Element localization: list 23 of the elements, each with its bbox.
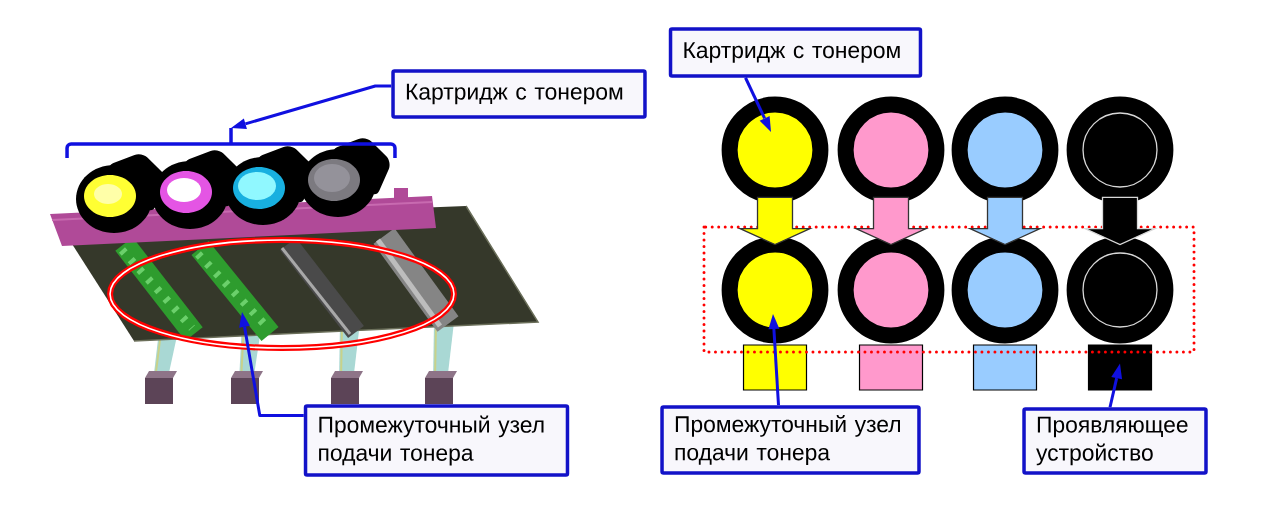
block-arrow bbox=[737, 196, 813, 246]
callout-box: Картридж с тонером bbox=[391, 69, 647, 119]
callout-box: Промежуточный узел подачи тонера bbox=[303, 404, 570, 477]
circle-symbol bbox=[951, 236, 1059, 344]
bar-symbol bbox=[858, 344, 924, 391]
circle-symbol bbox=[721, 236, 829, 344]
leader-arrow bbox=[768, 314, 780, 406]
circle-symbol bbox=[837, 236, 945, 344]
callout-box: Промежуточный узел подачи тонера bbox=[660, 405, 921, 475]
circle-symbol bbox=[1066, 236, 1174, 344]
bar-symbol bbox=[972, 344, 1038, 391]
callout-box: Картридж с тонером bbox=[668, 27, 923, 78]
bar-symbol bbox=[742, 344, 808, 391]
block-arrow bbox=[853, 196, 929, 246]
leader-arrow bbox=[239, 312, 304, 417]
bracket bbox=[65, 126, 397, 160]
bar-symbol bbox=[1087, 344, 1153, 391]
callout-box: Проявляющее устройство bbox=[1022, 407, 1208, 475]
block-arrow bbox=[1082, 196, 1158, 246]
block-arrow bbox=[967, 196, 1043, 246]
leader-arrow bbox=[1108, 363, 1122, 408]
leader-arrow bbox=[231, 84, 392, 130]
leader-arrow bbox=[744, 77, 771, 132]
